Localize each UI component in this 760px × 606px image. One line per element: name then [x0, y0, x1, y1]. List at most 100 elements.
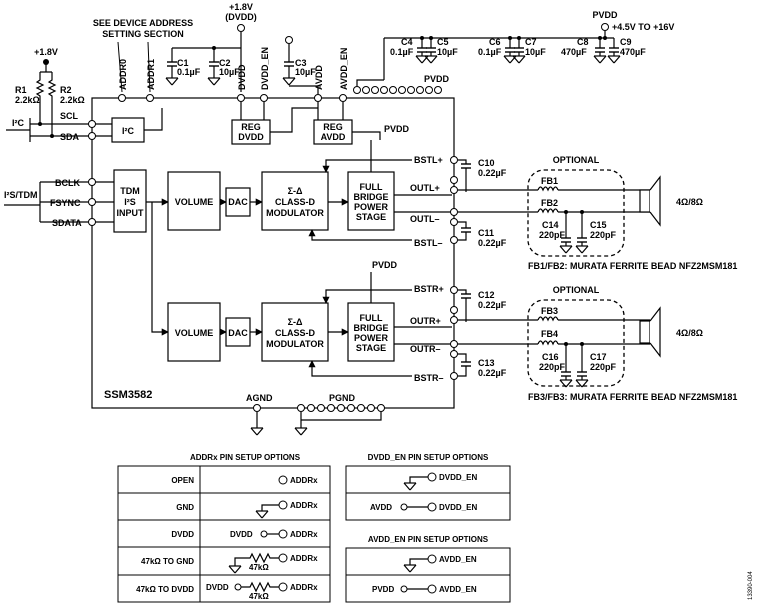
c16-value: 220pF	[539, 362, 566, 372]
fb-left-label-1: FULL	[360, 182, 383, 192]
dvdd-en-avdd-pin: DVDD_EN	[439, 503, 477, 512]
pin-fsync-label: FSYNC	[50, 198, 81, 208]
fb1-symbol	[537, 186, 559, 192]
pin-pgnd-label: PGND	[329, 393, 356, 403]
left-output-pins	[450, 156, 458, 244]
fb1-label: FB1	[541, 176, 558, 186]
c6-value: 0.1µF	[478, 47, 502, 57]
addr-gnd-pin: ADDRx	[290, 501, 318, 510]
chip-outline	[91, 97, 455, 409]
dvdd-en-gnd-pin: DVDD_EN	[439, 473, 477, 482]
r2-label: R2	[60, 85, 72, 95]
c9-label: C9	[620, 37, 632, 47]
mod-right-label-3: MODULATOR	[266, 339, 324, 349]
pin-sda-label: SDA	[60, 132, 80, 142]
fb-right-label-1: FULL	[360, 313, 383, 323]
bus-i2c-label: I²C	[12, 118, 24, 128]
c14-value: 220pF	[539, 230, 566, 240]
fb34-note: FB3/FB3: MURATA FERRITE BEAD NFZ2MSM181	[528, 392, 737, 402]
dac-block-right	[225, 317, 251, 347]
c8-value: 470µF	[561, 47, 587, 57]
c10-value: 0.22µF	[478, 168, 507, 178]
fb-left-label-2: BRIDGE	[353, 192, 388, 202]
reg-avdd-label-2: AVDD	[321, 132, 346, 142]
reg-dvdd-label-1: REG	[241, 122, 261, 132]
pgnd-pin-row	[297, 404, 385, 412]
fb4-symbol	[537, 340, 559, 346]
agnd-ground	[250, 427, 264, 436]
supply-pvdd-range: +4.5V TO +16V	[612, 22, 674, 32]
c17-label: C17	[590, 352, 607, 362]
addr-row-open: OPEN	[171, 476, 194, 485]
pvdd-decoupling-caps	[415, 36, 621, 64]
c11-value: 0.22µF	[478, 238, 507, 248]
addr-47k-dvdd-source: DVDD	[206, 583, 229, 592]
pin-dvdd-label: DVDD	[237, 64, 247, 90]
c17-value: 220pF	[590, 362, 617, 372]
c2-value: 10µF	[219, 67, 240, 77]
pin-addr0-label: ADDR0	[118, 59, 128, 90]
pin-bstr-plus-label: BSTR+	[414, 284, 444, 294]
addr-row-gnd: GND	[176, 503, 194, 512]
c1-symbol	[166, 61, 178, 67]
c13-symbol	[460, 361, 472, 367]
addr-47k-dvdd-pin: ADDRx	[290, 583, 318, 592]
pin-bclk	[88, 178, 96, 186]
avdd-cap-terminal	[285, 36, 293, 44]
dvdd-terminal	[237, 24, 245, 32]
fb-left-label-4: STAGE	[356, 212, 386, 222]
addr-row-47k-gnd: 47kΩ TO GND	[141, 557, 194, 566]
pin-outl-minus-label: OUTL–	[410, 214, 440, 224]
c14-label: C14	[542, 220, 559, 230]
i2c-block-label: I²C	[122, 126, 134, 136]
c5-label: C5	[437, 37, 449, 47]
addr-open-pin: ADDRx	[290, 476, 318, 485]
c8-label: C8	[577, 37, 589, 47]
pvdd-pin-row	[353, 86, 442, 94]
fb4-label: FB4	[541, 329, 558, 339]
tdm-label-1: TDM	[120, 186, 140, 196]
r1-value: 2.2kΩ	[15, 95, 40, 105]
c17-symbol	[576, 371, 588, 377]
c3-value: 10µF	[295, 67, 316, 77]
c1-value: 0.1µF	[177, 67, 201, 77]
c12-label: C12	[478, 290, 495, 300]
pin-outr-plus-label: OUTR+	[410, 316, 441, 326]
addr-47k-dvdd-res: 47kΩ	[249, 592, 269, 601]
c10-symbol	[460, 163, 472, 169]
pin-bclk-label: BCLK	[55, 178, 80, 188]
supply-1v8-top: +1.8V	[229, 2, 253, 12]
pin-scl	[88, 120, 96, 128]
bus-i2s-label: I²S/TDM	[4, 190, 38, 200]
avdd-en-pvdd-pin: AVDD_EN	[439, 585, 477, 594]
pin-fsync	[88, 198, 96, 206]
addr-row-dvdd: DVDD	[171, 530, 194, 539]
address-note-pointers	[117, 41, 151, 93]
speaker-left	[639, 175, 661, 227]
c15-symbol	[576, 237, 588, 243]
pin-outl-plus-label: OUTL+	[410, 183, 440, 193]
fb-right-label-3: POWER	[354, 333, 389, 343]
dac-right-label: DAC	[228, 328, 248, 338]
c4-label: C4	[401, 37, 413, 47]
avdd-en-gnd-pin: AVDD_EN	[439, 555, 477, 564]
pin-avdd-label: AVDD	[314, 65, 324, 90]
c9-value: 470µF	[620, 47, 646, 57]
i2s-bus	[4, 181, 88, 223]
mod-right-label-2: CLASS-D	[275, 328, 315, 338]
address-note-line2: SETTING SECTION	[102, 29, 184, 39]
addr-dvdd-source: DVDD	[230, 530, 253, 539]
optional-left-label: OPTIONAL	[553, 155, 600, 165]
fb2-label: FB2	[541, 198, 558, 208]
r1-symbol	[35, 72, 45, 124]
i2c-bus	[6, 118, 90, 142]
optional-filter-right	[527, 299, 625, 387]
right-output-pins	[450, 286, 458, 380]
pin-sdata-label: SDATA	[52, 218, 82, 228]
mod-left-label-2: CLASS-D	[275, 197, 315, 207]
reg-avdd-label-1: REG	[323, 122, 343, 132]
c1-ground	[165, 77, 179, 86]
c1-label: C1	[177, 58, 189, 68]
pin-agnd-label: AGND	[246, 393, 273, 403]
